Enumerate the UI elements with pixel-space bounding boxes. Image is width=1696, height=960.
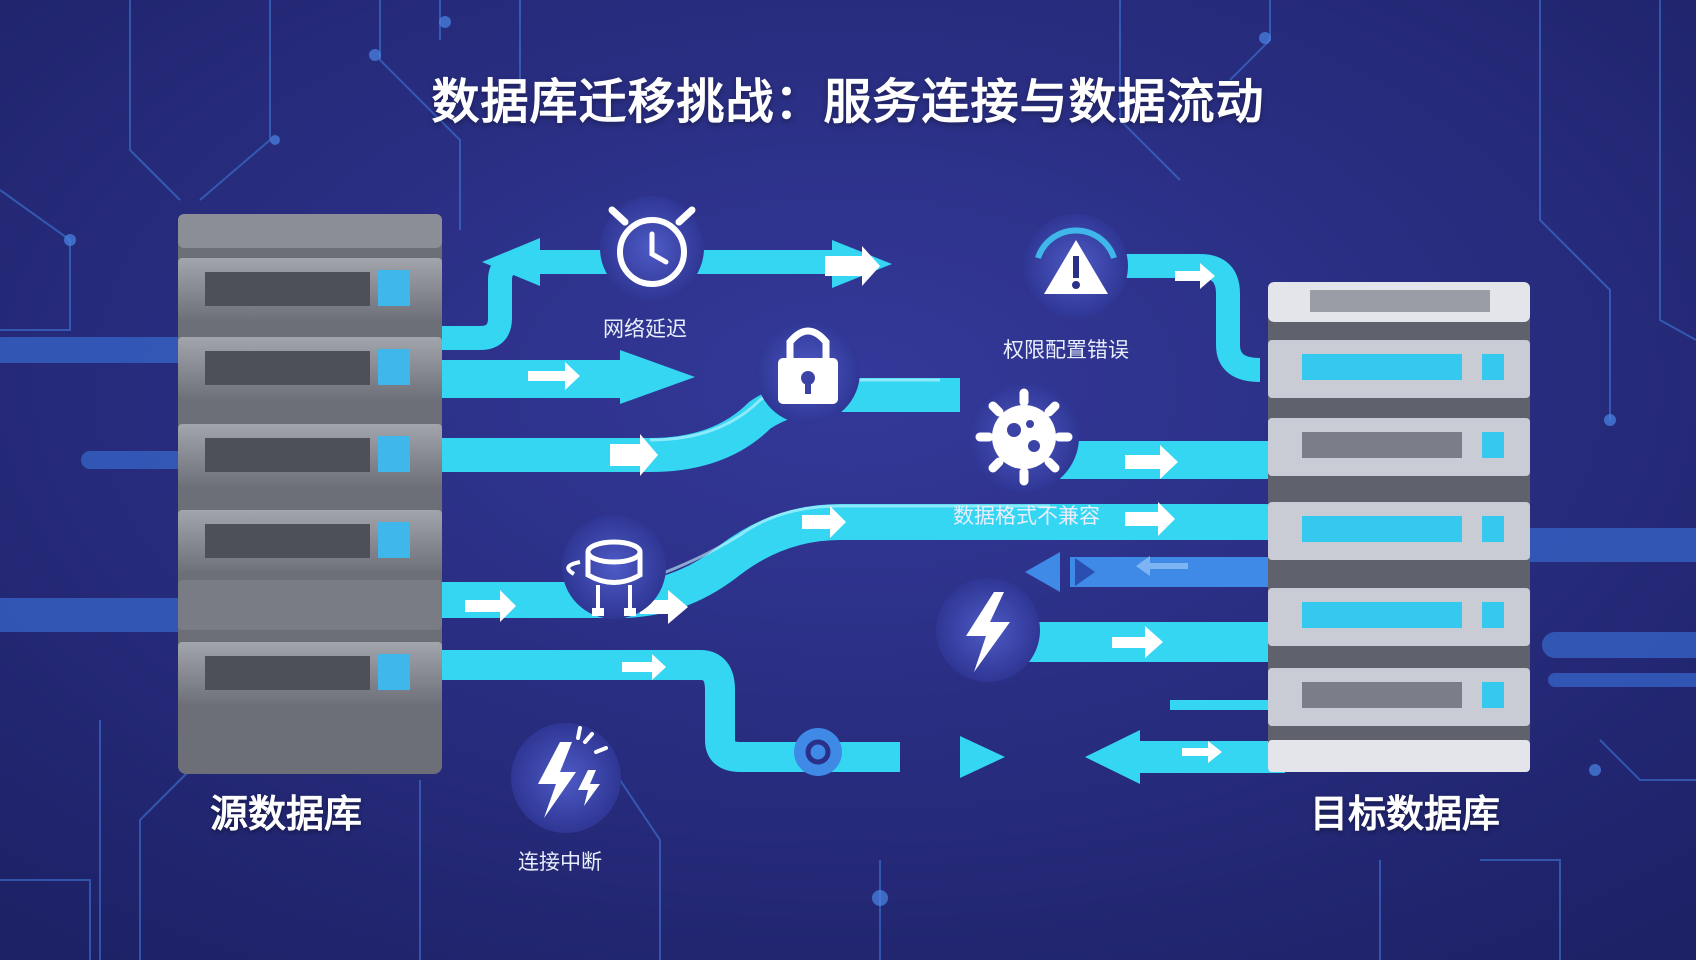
virus-gear-icon: [969, 382, 1079, 492]
challenge-label-connection: 连接中断: [518, 850, 602, 874]
target-database-label: 目标数据库: [1310, 792, 1501, 836]
lightning-icon: [936, 578, 1040, 682]
pipe-top-right: [1060, 254, 1261, 382]
page-title: 数据库迁移挑战：服务连接与数据流动: [431, 74, 1265, 130]
flow-arrows: [465, 246, 1222, 763]
padlock-icon: [756, 320, 860, 424]
target-database: [1268, 282, 1530, 772]
circuit-nodes: [64, 16, 1616, 906]
challenge-label-permission: 权限配置错误: [1003, 338, 1129, 362]
target-server-units: [1268, 340, 1530, 772]
alarm-clock-icon: [600, 196, 704, 300]
source-server-units: [178, 258, 442, 704]
database-cable-icon: [562, 515, 666, 619]
source-database: [178, 214, 442, 774]
challenge-label-format: 数据格式不兼容: [953, 504, 1100, 528]
link-icon: [794, 728, 842, 776]
source-database-label: 源数据库: [210, 792, 363, 836]
pipe-bottom: [420, 650, 900, 772]
background-bus: [0, 337, 1696, 687]
broken-lightning-icon: [511, 723, 621, 833]
warning-triangle-icon: [1024, 214, 1128, 318]
reverse-channel: [1025, 552, 1300, 592]
challenge-label-latency: 网络延迟: [603, 317, 687, 341]
